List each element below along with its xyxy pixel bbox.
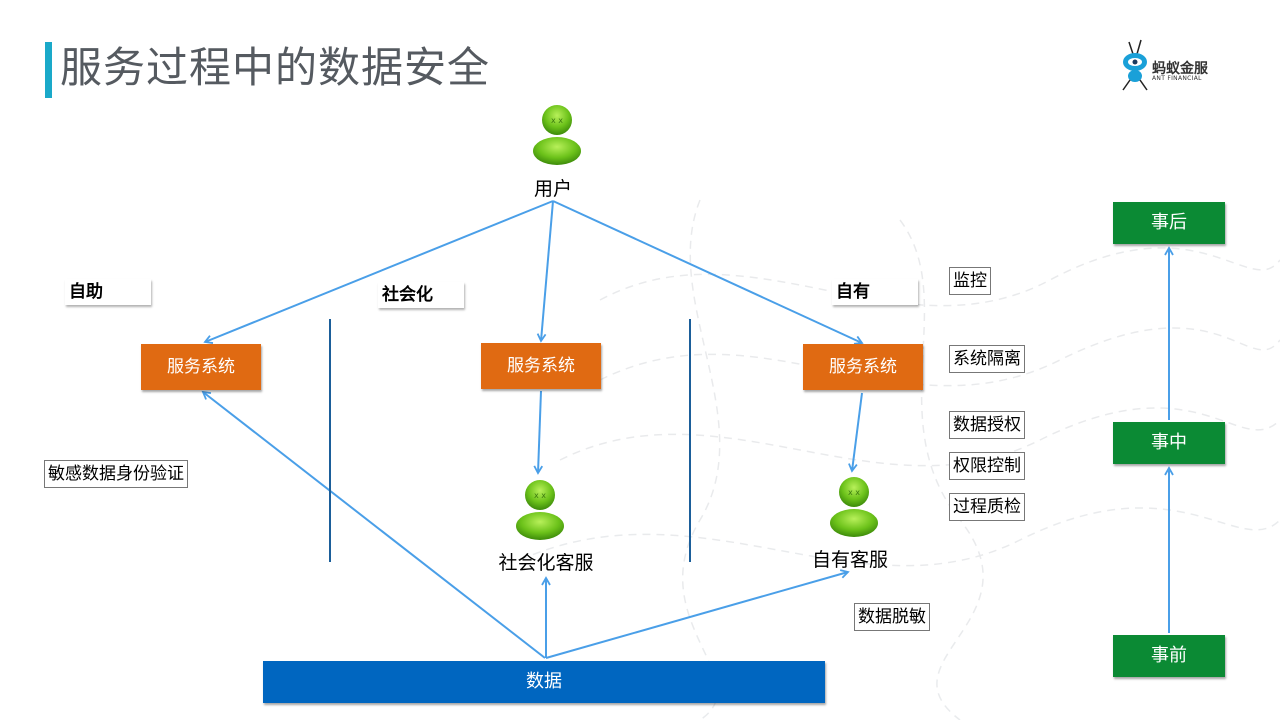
user-person-icon: x x: [533, 105, 581, 165]
timeline-during[interactable]: 事中: [1113, 422, 1225, 464]
divider-right: [689, 319, 691, 562]
service-system-own[interactable]: 服务系统: [803, 344, 923, 390]
timeline-before[interactable]: 事前: [1113, 635, 1225, 677]
svg-text:x x: x x: [551, 116, 563, 125]
arrow-user-to-self-service: [203, 200, 554, 344]
ant-financial-logo-icon: [1122, 39, 1148, 91]
user-label: 用户: [533, 178, 572, 200]
divider-left: [329, 319, 331, 562]
tag-process-qc: 过程质检: [949, 493, 1025, 521]
arrow-user-to-social-service: [536, 200, 554, 343]
arrow-user-to-own-service: [552, 200, 864, 345]
tag-system-isolation: 系统隔离: [949, 345, 1025, 373]
svg-text:x x: x x: [534, 491, 546, 500]
timeline-after[interactable]: 事后: [1113, 202, 1225, 244]
arrow-social-service-to-agent: [533, 390, 544, 475]
svg-text:x x: x x: [848, 488, 860, 497]
title-accent-bar: [45, 42, 52, 98]
social-agent-person-icon: x x: [516, 480, 564, 540]
data-bar[interactable]: 数据: [263, 661, 825, 703]
social-agent-label: 社会化客服: [498, 552, 594, 574]
category-self-service: 自助: [65, 279, 151, 305]
tag-data-authorization: 数据授权: [949, 411, 1025, 439]
arrow-data-to-own-agent: [545, 569, 850, 659]
logo-name: 蚂蚁金服: [1152, 61, 1208, 77]
tag-permission-control: 权限控制: [949, 452, 1025, 480]
own-agent-label: 自有客服: [811, 549, 888, 571]
service-system-social[interactable]: 服务系统: [481, 343, 601, 389]
logo-subtitle: ANT FINANCIAL: [1152, 75, 1202, 82]
tag-monitor: 监控: [949, 267, 991, 295]
tag-sensitive-data-auth: 敏感数据身份验证: [44, 460, 188, 488]
arrow-own-service-to-agent: [848, 392, 863, 473]
page-title: 服务过程中的数据安全: [60, 43, 491, 92]
category-social: 社会化: [378, 282, 464, 308]
tag-data-masking: 数据脱敏: [854, 603, 930, 631]
service-system-self-service[interactable]: 服务系统: [141, 344, 261, 390]
category-own: 自有: [832, 279, 918, 305]
own-agent-person-icon: x x: [830, 477, 878, 537]
arrow-data-to-self-service: [201, 390, 546, 659]
